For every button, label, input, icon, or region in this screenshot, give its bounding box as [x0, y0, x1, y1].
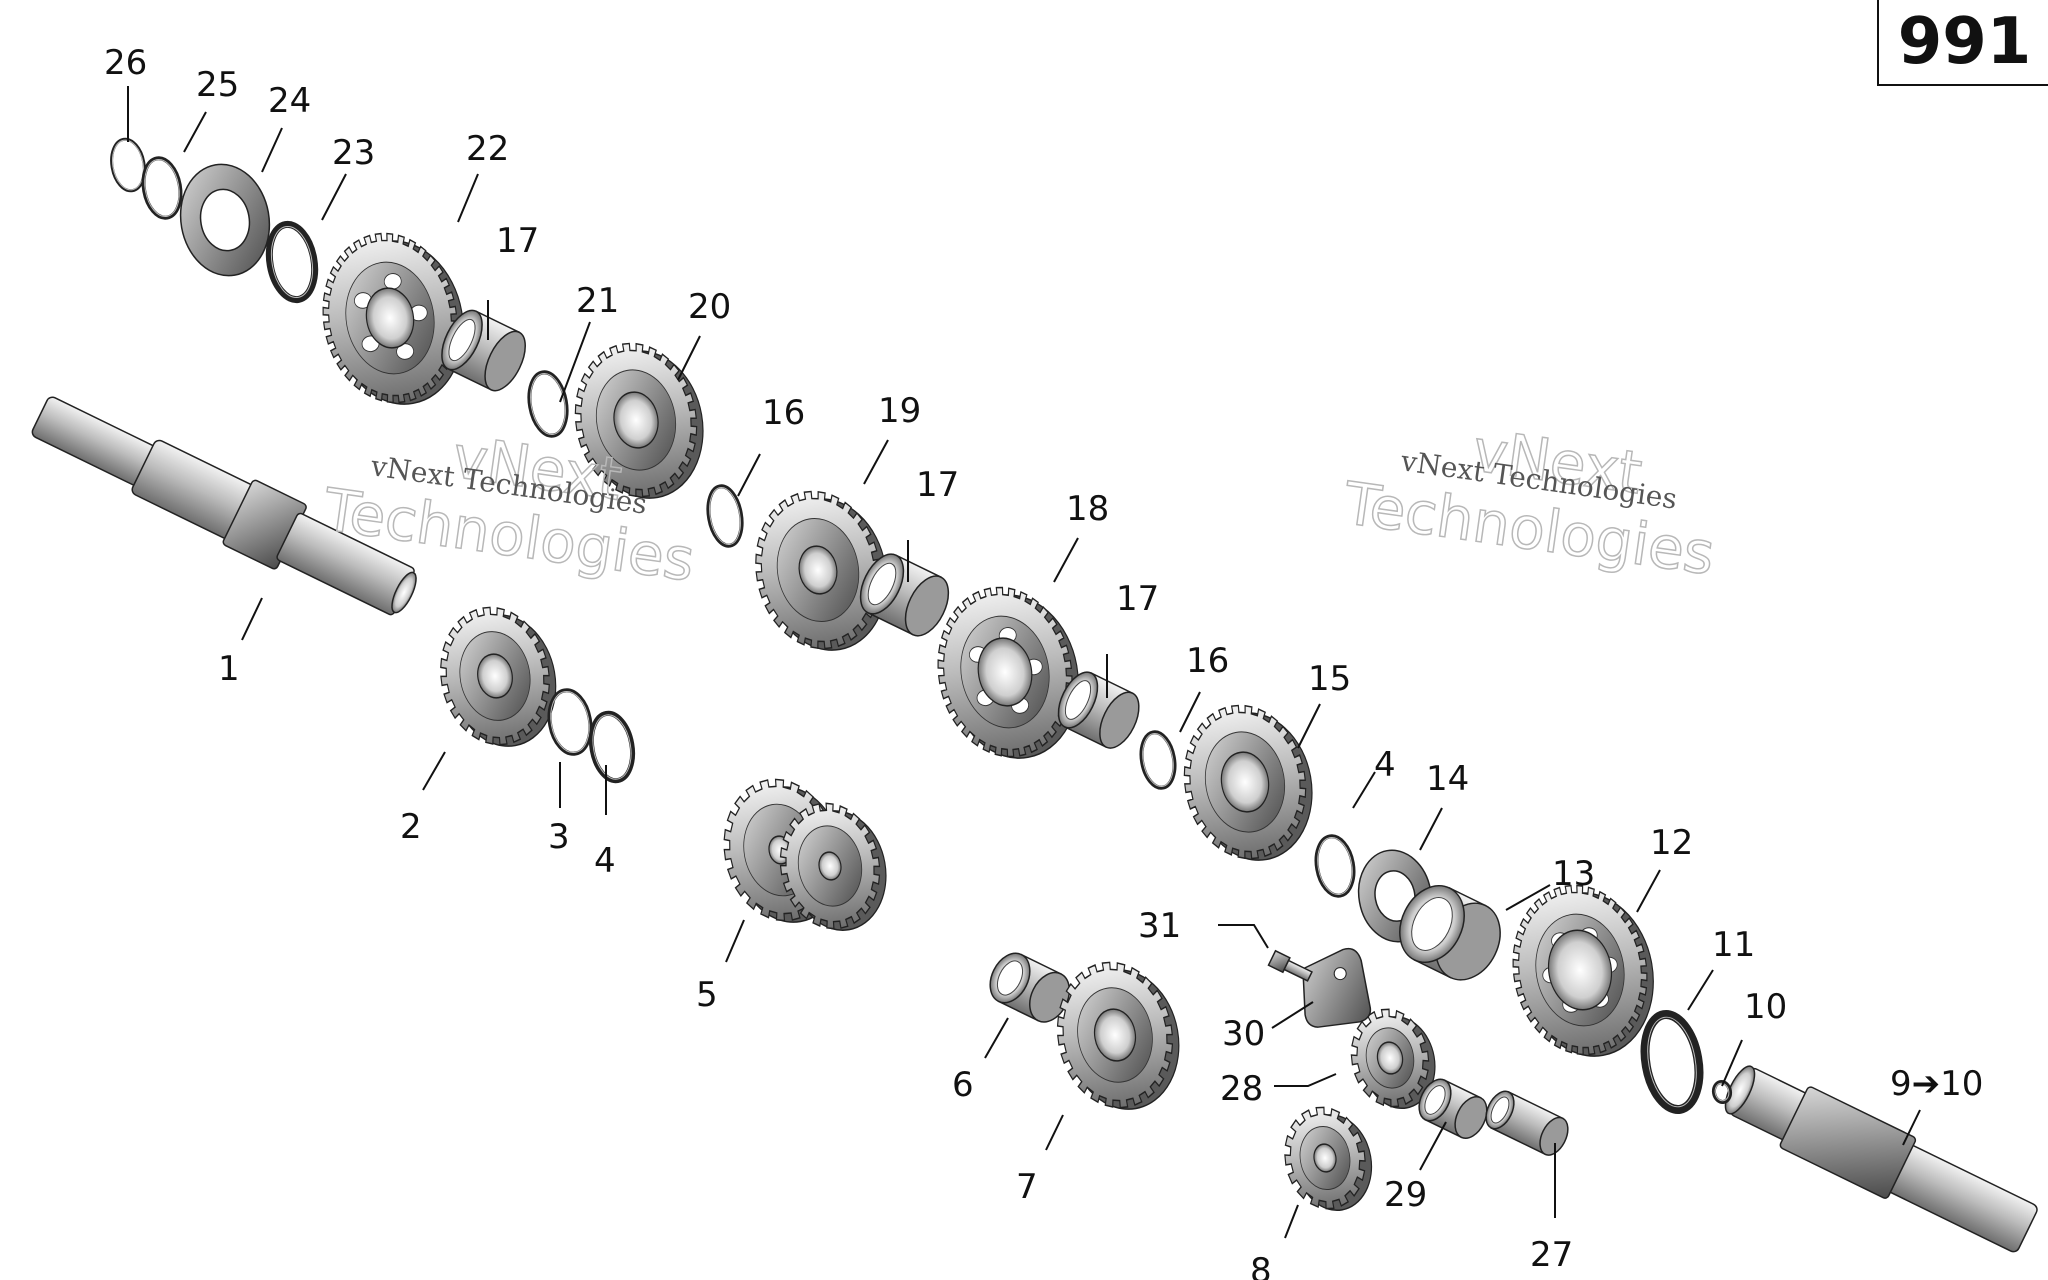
snap-ring	[141, 156, 183, 220]
callout-15: 15	[1308, 659, 1351, 699]
callout-6: 6	[952, 1065, 974, 1105]
callout-21: 21	[576, 281, 619, 321]
gear	[322, 232, 464, 405]
gear	[1350, 1008, 1436, 1110]
thrust-washer	[265, 220, 319, 304]
bushing	[1711, 1080, 1733, 1104]
page-number-box: 991	[1877, 0, 2048, 86]
callout-23: 23	[332, 133, 375, 173]
cluster-gear	[779, 802, 887, 931]
thrust-washer	[1640, 1010, 1704, 1114]
snap-ring	[706, 484, 744, 548]
callout-5: 5	[696, 975, 718, 1015]
gear	[1284, 1106, 1373, 1212]
gear	[937, 586, 1079, 759]
watermark: vNext Technologies vNext Technologies	[1338, 416, 1719, 589]
callout-20: 20	[688, 287, 731, 327]
bearing-race-sleeve	[1399, 884, 1501, 981]
callout-18: 18	[1066, 489, 1109, 529]
gear	[1056, 961, 1180, 1110]
callout-17: 17	[496, 221, 539, 261]
callout-3: 3	[548, 817, 570, 857]
callout-25: 25	[196, 65, 239, 105]
callout-10: 10	[1744, 987, 1787, 1027]
output-shaft	[1724, 1065, 2038, 1253]
callout-24: 24	[268, 81, 311, 121]
callout-12: 12	[1650, 823, 1693, 863]
shaft-pin	[1485, 1090, 1569, 1156]
callout-22: 22	[466, 129, 509, 169]
gear	[755, 490, 888, 651]
callout-11: 11	[1712, 925, 1755, 965]
callout-19: 19	[878, 391, 921, 431]
circlip	[110, 137, 146, 193]
ball-bearing	[179, 163, 271, 277]
plate	[1302, 947, 1372, 1028]
callout-26: 26	[104, 43, 147, 83]
callout-16: 16	[1186, 641, 1229, 681]
gear	[440, 606, 557, 747]
callout-7: 7	[1016, 1167, 1038, 1207]
gear	[1183, 704, 1313, 861]
bolt	[1267, 949, 1313, 982]
callout-9-to-10: 9➔10	[1890, 1064, 1983, 1104]
shafts-layer	[31, 396, 2038, 1253]
needle-bearing-sleeve	[441, 309, 526, 392]
parts-layer	[110, 137, 1733, 1212]
callout-13: 13	[1552, 854, 1595, 894]
callout-2: 2	[400, 807, 422, 847]
callout-29: 29	[1384, 1175, 1427, 1215]
callout-1: 1	[218, 649, 240, 689]
needle-bearing	[1418, 1078, 1488, 1139]
callout-30: 30	[1222, 1014, 1265, 1054]
gear	[1512, 884, 1654, 1057]
gear	[574, 342, 704, 499]
callout-8: 8	[1250, 1251, 1272, 1280]
callout-17: 17	[1116, 579, 1159, 619]
snap-ring	[588, 710, 636, 784]
needle-bearing-sleeve	[989, 952, 1071, 1023]
snap-ring	[1139, 730, 1177, 790]
callouts-layer: 1 2 3 4 4 5 6 7 8 9➔10 10 11 12	[104, 43, 1983, 1280]
needle-bearing-sleeve	[859, 553, 950, 637]
callout-14: 14	[1426, 759, 1469, 799]
callout-28: 28	[1220, 1069, 1263, 1109]
callout-17: 17	[916, 465, 959, 505]
thrust-washer	[547, 688, 593, 756]
snap-ring	[527, 370, 569, 438]
callout-4: 4	[1374, 745, 1396, 785]
callout-27: 27	[1530, 1235, 1573, 1275]
snap-ring	[1314, 834, 1356, 898]
input-shaft	[31, 396, 417, 616]
callout-16: 16	[762, 393, 805, 433]
callout-31: 31	[1138, 906, 1181, 946]
needle-bearing-sleeve	[1057, 671, 1140, 749]
callout-4: 4	[594, 841, 616, 881]
